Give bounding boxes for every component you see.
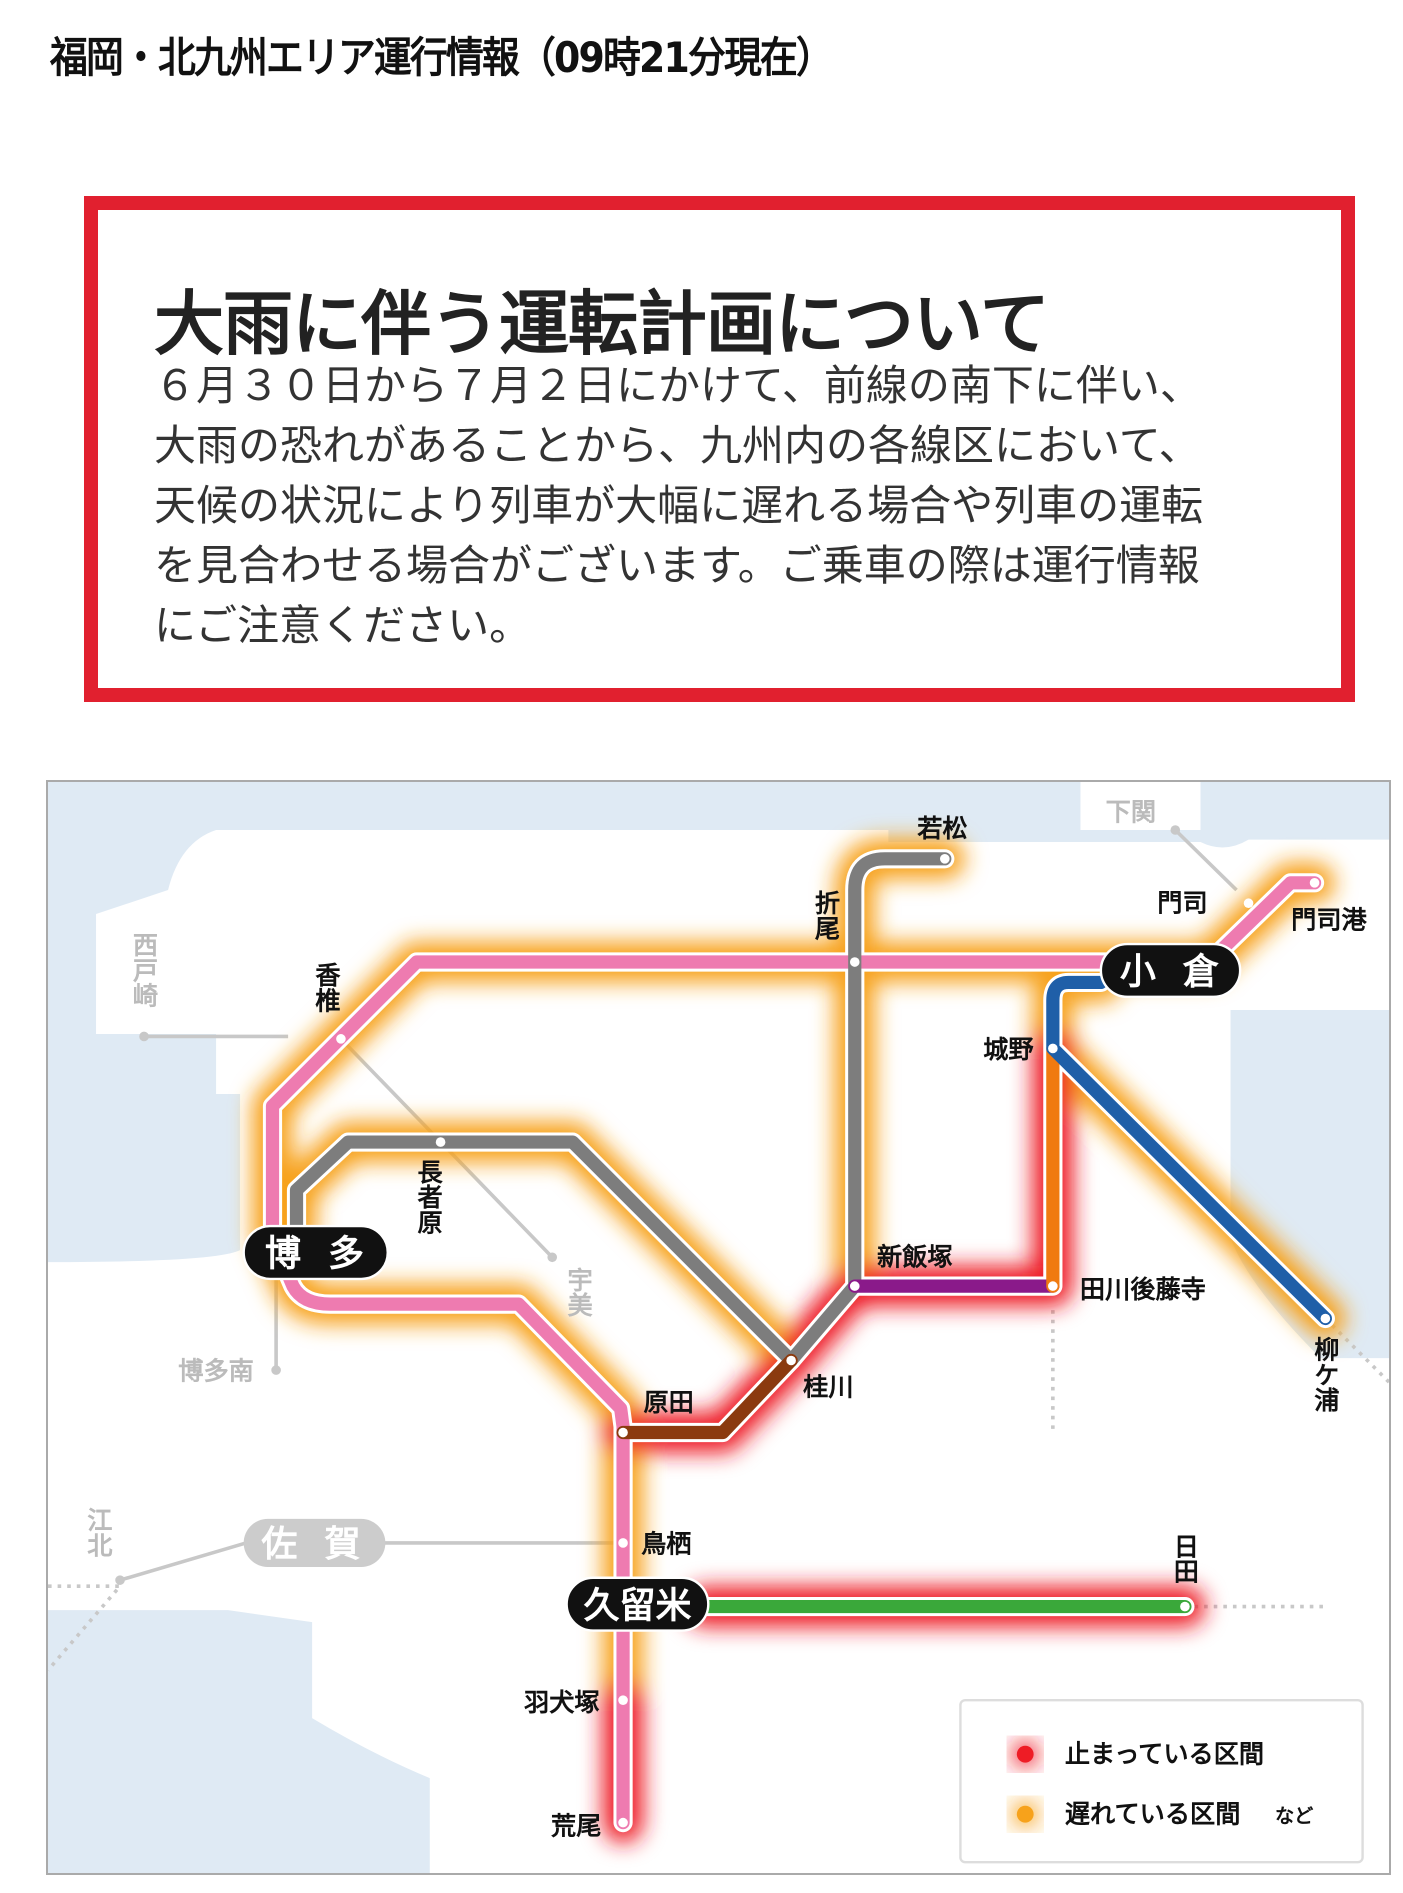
page-title: 福岡・北九州エリア運行情報（09時21分現在） [50, 33, 834, 82]
station-moji[interactable]: 門司 [1157, 889, 1207, 918]
legend-delayed-suffix: など [1275, 1805, 1314, 1828]
station-chojabaru[interactable]: 長者原 [414, 1159, 443, 1236]
station-umi: 宇美 [564, 1267, 593, 1317]
station-saga: 佐 賀 [243, 1518, 386, 1567]
rail-lines [265, 852, 1332, 1830]
station-saitozaki: 西戸崎 [130, 932, 159, 1009]
notice-line: 大雨の恐れがあることから、九州内の各線区において、 [154, 421, 1201, 470]
notice-box: 大雨に伴う運転計画について ６月３０日から７月２日にかけて、前線の南下に伴い、 … [84, 196, 1355, 702]
notice-line: 天候の状況により列車が大幅に遅れる場合や列車の運転 [154, 481, 1204, 530]
station-wakamatsu[interactable]: 若松 [916, 814, 967, 843]
legend-delayed-label: 遅れている区間 [1065, 1800, 1241, 1829]
station-tosu[interactable]: 鳥栖 [641, 1530, 691, 1559]
legend: 止まっている区間 遅れている区間 など [959, 1698, 1364, 1864]
route-map-svg: 小 倉 博 多 久留米 佐 賀 若松 折尾 門司 門司港 香椎 城野 長者原 新… [48, 782, 1389, 1873]
station-shiniizuka[interactable]: 新飯塚 [877, 1243, 953, 1272]
line-casing [262, 849, 1335, 1833]
notice-body: ６月３０日から７月２日にかけて、前線の南下に伴い、 大雨の恐れがあることから、九… [154, 356, 1203, 656]
station-yanagigaura[interactable]: 柳ケ浦 [1311, 1337, 1340, 1414]
station-mojiko[interactable]: 門司港 [1291, 905, 1367, 934]
notice-line: ６月３０日から７月２日にかけて、前線の南下に伴い、 [154, 361, 1202, 410]
station-keisen[interactable]: 桂川 [803, 1372, 853, 1401]
station-hainuzuka[interactable]: 羽犬塚 [524, 1688, 600, 1717]
station-arao[interactable]: 荒尾 [551, 1812, 601, 1841]
nippo-line [1046, 975, 1332, 1326]
station-haruda[interactable]: 原田 [643, 1388, 693, 1417]
svg-text:博 多: 博 多 [265, 1234, 371, 1275]
legend-stopped-label: 止まっている区間 [1065, 1740, 1264, 1769]
svg-text:小 倉: 小 倉 [1120, 952, 1226, 993]
sea-area [48, 782, 1389, 1873]
station-hakataminami: 博多南 [178, 1357, 254, 1386]
notice-line: を見合わせる場合がございます。ご乗車の際は運行情報 [154, 541, 1200, 590]
station-kurume[interactable]: 久留米 [565, 1576, 710, 1632]
sasaguri-line [289, 1135, 798, 1368]
notice-heading: 大雨に伴う運転計画について [154, 283, 1050, 365]
gotoji-line-brown [616, 1353, 798, 1440]
svg-text:佐 賀: 佐 賀 [260, 1524, 367, 1565]
station-shimonoseki: 下関 [1106, 797, 1156, 826]
kagoshima-line [265, 876, 1322, 1830]
notice-line: にご注意ください。 [154, 601, 532, 650]
station-jono[interactable]: 城野 [983, 1035, 1033, 1064]
station-dots [336, 854, 1331, 1828]
station-orio[interactable]: 折尾 [811, 890, 840, 941]
chikuho-line [784, 852, 952, 1368]
station-hakata[interactable]: 博 多 [242, 1224, 389, 1281]
station-kokura[interactable]: 小 倉 [1099, 942, 1242, 999]
station-hita[interactable]: 日田 [1170, 1533, 1199, 1583]
svg-text:久留米: 久留米 [583, 1585, 691, 1626]
station-kohoku: 江北 [84, 1507, 113, 1557]
route-map[interactable]: 小 倉 博 多 久留米 佐 賀 若松 折尾 門司 門司港 香椎 城野 長者原 新… [46, 780, 1391, 1875]
station-tagawagotoji[interactable]: 田川後藤寺 [1080, 1275, 1206, 1304]
station-kashii[interactable]: 香椎 [312, 962, 341, 1013]
